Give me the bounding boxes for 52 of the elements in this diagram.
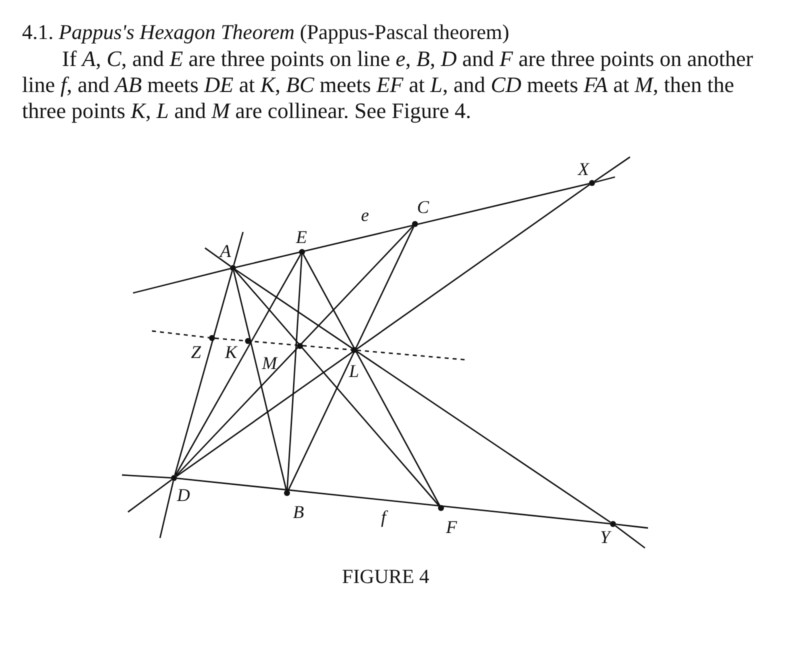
point-dot: [171, 475, 177, 481]
line-extension: [128, 479, 172, 513]
theorem-heading: 4.1. Pappus's Hexagon Theorem (Pappus-Pascal theorem): [22, 20, 510, 45]
line-segment: [288, 226, 414, 491]
point-letter: L: [349, 362, 360, 380]
line-segment: [176, 226, 414, 476]
line-extension: [614, 525, 646, 549]
line-segment: [176, 184, 590, 477]
point-dot: [610, 521, 616, 527]
point-dot: [297, 343, 303, 349]
line-segment: [233, 270, 287, 490]
point-letter: Y: [600, 528, 610, 546]
point-dot: [284, 490, 290, 496]
point-dot: [299, 249, 305, 255]
line-name: e: [361, 206, 369, 224]
line-segment: [174, 254, 302, 476]
line-extension: [594, 156, 630, 182]
point-dot: [245, 338, 251, 344]
point-letter: A: [220, 242, 231, 260]
line-extension: [152, 330, 210, 338]
line-segment: [234, 270, 440, 506]
line-segment: [174, 270, 233, 476]
point-letter: C: [417, 198, 430, 216]
point-letter: K: [225, 343, 238, 361]
line-segment: [302, 254, 440, 506]
line-segment: [235, 269, 611, 523]
point-dot: [230, 265, 236, 271]
line-extension: [204, 247, 231, 267]
point-dot: [209, 335, 215, 341]
point-letter: B: [293, 503, 304, 521]
line-extension: [616, 524, 648, 529]
point-letter: F: [446, 518, 457, 536]
line-segment: [236, 183, 590, 268]
line-extension: [132, 268, 230, 294]
line-extension: [594, 176, 616, 183]
point-letter: D: [177, 486, 190, 504]
point-letter: M: [262, 354, 277, 372]
line-segment: [286, 254, 303, 490]
point-letter: E: [296, 228, 307, 246]
line-segment: [176, 478, 610, 524]
line-name: f: [381, 508, 386, 526]
line-extension: [233, 232, 244, 266]
theorem-statement: If A, C, and E are three points on line e, B, D and F are three points on another line f, and AB meets DE at K, BC meets EF at L, and CD meets FA at M, then the three points K, L and M are collinear. See Figure 4.: [22, 46, 754, 124]
point-letter: X: [578, 160, 589, 178]
point-letter: Z: [191, 343, 202, 361]
point-dot: [438, 505, 444, 511]
figure-caption: FIGURE 4: [342, 566, 430, 589]
point-dot: [412, 221, 418, 227]
line-extension: [159, 480, 174, 538]
line-extension: [122, 474, 172, 479]
point-dot: [589, 180, 595, 186]
line-segment: [214, 338, 352, 350]
